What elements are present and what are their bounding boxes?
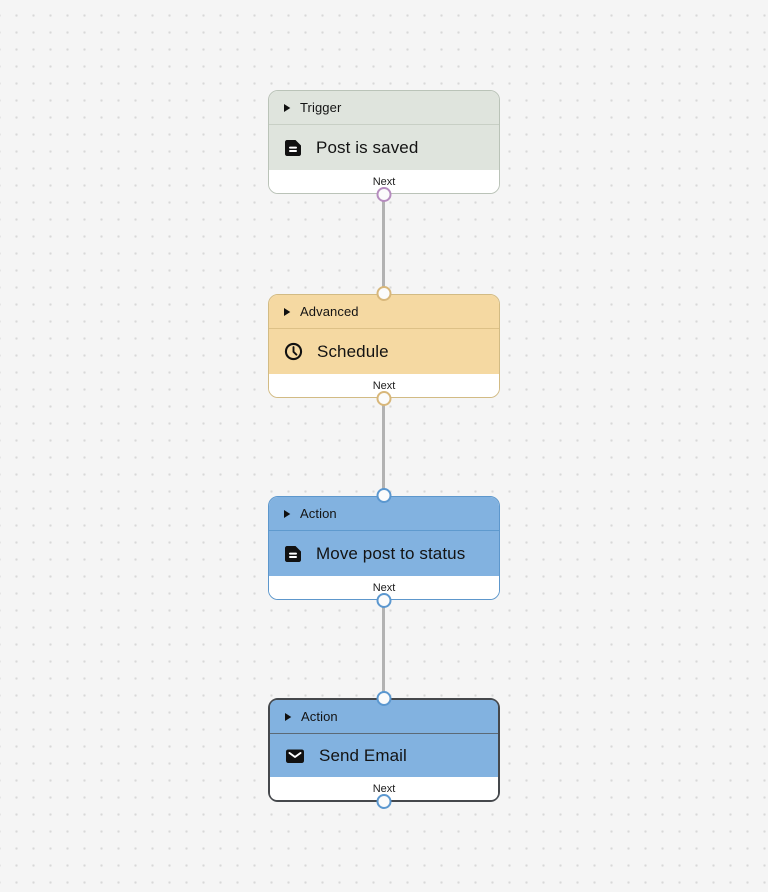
clock-icon	[283, 341, 304, 362]
node-body: Send Email	[270, 734, 498, 777]
node-title: Schedule	[317, 341, 389, 361]
collapse-triangle-icon	[284, 712, 292, 722]
edge-connector[interactable]	[382, 194, 385, 298]
input-handle[interactable]	[376, 691, 392, 706]
mail-icon	[284, 746, 306, 766]
output-handle[interactable]	[376, 187, 392, 202]
node-title: Send Email	[319, 745, 407, 765]
next-port-label: Next	[372, 581, 396, 594]
node-category-label: Trigger	[300, 100, 342, 115]
node-title: Move post to status	[316, 543, 466, 563]
collapse-triangle-icon	[283, 103, 291, 113]
workflow-node-advanced[interactable]: Advanced Schedule Next	[268, 286, 500, 406]
edge-connector[interactable]	[382, 600, 385, 702]
document-icon	[283, 544, 303, 564]
output-handle[interactable]	[376, 794, 392, 809]
node-title: Post is saved	[316, 137, 419, 157]
collapse-triangle-icon	[283, 307, 291, 317]
document-icon	[283, 138, 303, 158]
node-footer: Next	[269, 576, 499, 599]
collapse-triangle-icon	[283, 509, 291, 519]
input-handle[interactable]	[376, 286, 392, 301]
node-category-label: Action	[300, 506, 337, 521]
node-body: Post is saved	[269, 125, 499, 170]
input-handle[interactable]	[376, 488, 392, 503]
next-port-label: Next	[372, 175, 396, 188]
node-category-label: Action	[301, 709, 338, 724]
workflow-node-trigger[interactable]: Trigger Post is saved Next	[268, 90, 500, 202]
node-footer: Next	[269, 374, 499, 397]
node-header-toggle[interactable]: Trigger	[269, 91, 499, 125]
edge-connector[interactable]	[382, 398, 385, 500]
node-footer: Next	[269, 170, 499, 193]
next-port-label: Next	[372, 782, 396, 795]
output-handle[interactable]	[376, 391, 392, 406]
node-body: Move post to status	[269, 531, 499, 576]
node-body: Schedule	[269, 329, 499, 374]
node-footer: Next	[270, 777, 498, 800]
workflow-node-action-move-post[interactable]: Action Move post to status Next	[268, 488, 500, 608]
node-category-label: Advanced	[300, 304, 359, 319]
next-port-label: Next	[372, 379, 396, 392]
output-handle[interactable]	[376, 593, 392, 608]
workflow-node-action-send-email[interactable]: Action Send Email Next	[268, 691, 500, 809]
